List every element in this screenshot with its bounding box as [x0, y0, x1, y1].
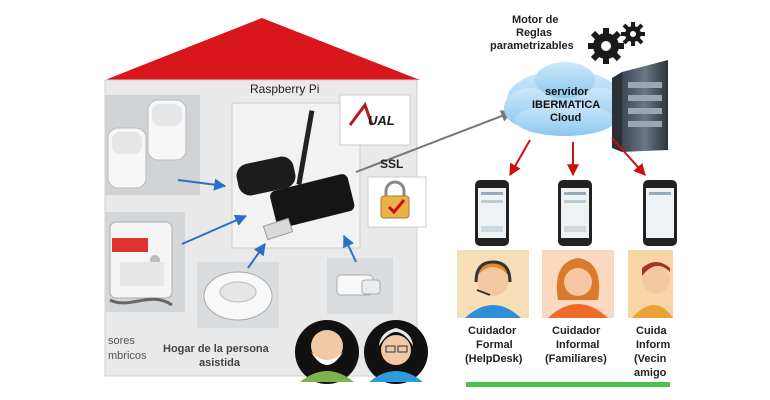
ual-logo — [339, 94, 411, 146]
caregiver-neighbor-line3: (Vecin — [634, 353, 667, 365]
phone-neighbors — [643, 180, 677, 246]
caregiver-neighbor-line4: amigo — [634, 367, 667, 379]
rules-engine-line1: Motor de — [512, 14, 559, 26]
ssl-label: SSL — [380, 157, 404, 171]
sensor-arrows — [177, 178, 357, 269]
avatar-family — [542, 250, 614, 318]
caregiver-informal-line3: (Familiares) — [545, 353, 607, 365]
avatar-neighbor — [628, 250, 673, 318]
phone-formal — [475, 180, 509, 246]
logo-text: UAL — [368, 113, 395, 128]
motion-sensors-photo — [105, 95, 200, 195]
sensors-label-line1: sores — [108, 335, 135, 347]
smoke-detector-photo — [197, 262, 279, 328]
caregiver-neighbor-line1: Cuida — [636, 325, 667, 337]
server-label-line1: servidor — [545, 86, 589, 98]
raspberry-pi-label: Raspberry Pi — [250, 82, 320, 96]
server-label-line3: Cloud — [550, 112, 582, 124]
caregiver-informal-line2: Informal — [556, 339, 600, 351]
sensors-label-line2: mbricos — [108, 350, 147, 362]
ssl-arrow — [355, 110, 514, 173]
caregiver-informal-line1: Cuidador — [552, 325, 601, 337]
avatar-elderly-man — [295, 320, 359, 384]
raspberry-pi-photo — [231, 102, 361, 249]
avatar-helpdesk — [457, 250, 529, 318]
home-label-line1: Hogar de la persona — [163, 343, 269, 355]
server-icon — [612, 60, 668, 152]
gears-icon — [588, 22, 645, 64]
rules-engine-line2: Reglas — [516, 27, 553, 39]
alarm-device-photo — [105, 212, 185, 312]
notification-arrows — [509, 137, 646, 177]
phone-informal — [558, 180, 592, 246]
server-label-line2: IBERMATICA — [532, 99, 601, 111]
caregiver-neighbor-line2: Inform — [636, 339, 671, 351]
caregiver-formal-line2: Formal — [476, 339, 513, 351]
home-label-line2: asistida — [199, 357, 240, 369]
door-sensor-photo — [327, 258, 393, 314]
caregiver-formal-line1: Cuidador — [468, 325, 517, 337]
house-roof — [105, 18, 420, 80]
ssl-lock-icon — [367, 176, 427, 228]
green-strip — [466, 382, 670, 387]
avatar-elderly-woman — [364, 320, 428, 384]
rules-engine-line3: parametrizables — [490, 40, 574, 52]
caregiver-formal-line3: (HelpDesk) — [465, 353, 523, 365]
